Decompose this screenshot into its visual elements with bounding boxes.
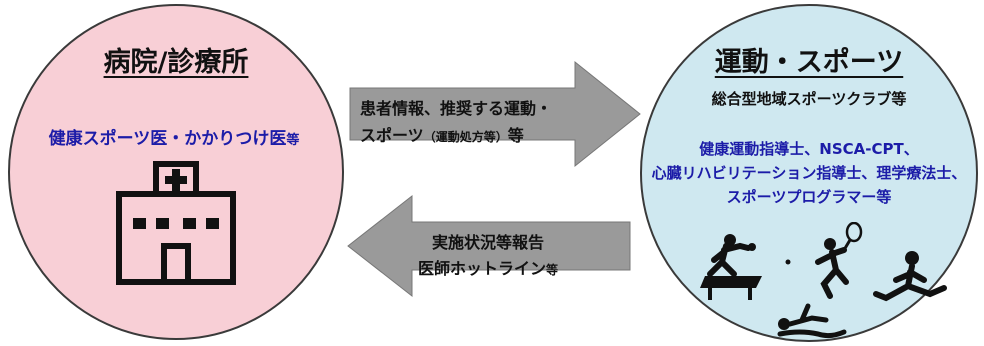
arrow-to-hospital-text-suffix: 等: [546, 263, 559, 277]
qualification-line: 心臓リハビリテーション指導士、理学療法士、: [651, 164, 967, 182]
sports-subtitle: 総合型地域スポーツクラブ等: [711, 90, 907, 108]
sitting-athlete-icon: [873, 251, 947, 302]
swimmer-icon: [777, 303, 847, 339]
hospital-title: 病院/診療所: [103, 47, 249, 78]
arrow-to-hospital-text-line1: 実施状況等報告: [431, 233, 545, 252]
arrow-to-sports-text-line2: スポーツ（運動処方等）等: [360, 123, 524, 150]
qualification-line: 健康運動指導士、NSCA-CPT、: [699, 140, 919, 158]
sports-title: 運動・スポーツ: [714, 47, 904, 78]
qualification-line: スポーツプログラマー等: [726, 188, 892, 206]
hospital-subtitle: 健康スポーツ医・かかりつけ医等: [49, 124, 300, 149]
arrow-to-hospital-text-main: 医師ホットライン: [417, 259, 546, 278]
arrow-to-sports-text-small: （運動処方等）: [423, 130, 508, 144]
arrow-to-sports-text-main: スポーツ: [360, 126, 424, 145]
tennis-icon: [815, 222, 863, 299]
table-tennis-icon: [700, 234, 791, 300]
hospital-subtitle-main: 健康スポーツ医・かかりつけ医: [48, 129, 287, 149]
sports-circle: [640, 4, 978, 342]
arrow-to-sports-text-line1: 患者情報、推奨する運動・: [360, 99, 553, 118]
arrow-to-sports-text-suffix: 等: [507, 126, 524, 145]
arrow-to-hospital-text-line2: 医師ホットライン等: [418, 256, 558, 283]
hospital-subtitle-suffix: 等: [286, 133, 300, 148]
hospital-icon: [116, 161, 236, 285]
